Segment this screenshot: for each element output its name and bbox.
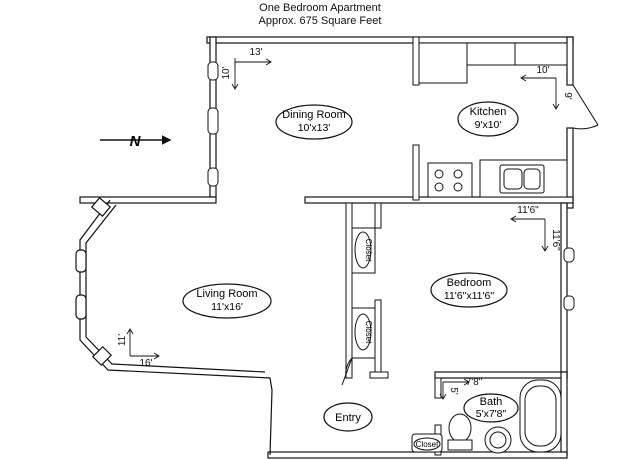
living-width-label: 16' <box>139 358 152 369</box>
living-top-wall <box>79 196 217 204</box>
plan-title: One Bedroom Apartment <box>259 2 381 14</box>
bedroom-top-wall <box>304 196 574 204</box>
plan-subtitle: Approx. 675 Square Feet <box>258 15 382 27</box>
bath-name: Bath <box>480 396 503 408</box>
room-bath: Bath 5'x7'8" <box>463 393 519 423</box>
closet-small-label: Closet <box>416 440 439 449</box>
dimension-markers <box>126 58 560 400</box>
dining-kitchen-divider <box>412 36 420 86</box>
bedroom-name: Bedroom <box>447 277 492 289</box>
closet-lower: Closet <box>354 313 373 351</box>
kitchen-cabinet-3 <box>514 42 568 66</box>
room-kitchen: Kitchen 9'x10' <box>457 101 519 137</box>
kitchen-height-label: 9' <box>562 92 573 100</box>
room-entry: Entry <box>323 402 373 432</box>
hall-wall-base <box>369 371 389 379</box>
dining-room-dims: 10'x13' <box>298 122 331 134</box>
bath-left-wall <box>434 377 442 399</box>
living-bay-wall <box>75 197 273 456</box>
north-arrow: N <box>100 133 172 150</box>
bath-fixtures <box>411 379 562 454</box>
dining-kitchen-divider-lower <box>412 144 420 201</box>
entry-door <box>341 357 353 386</box>
entry-name: Entry <box>335 412 361 424</box>
bath-width-label: 7'8" <box>466 377 483 388</box>
bedroom-height-label: 11'6" <box>550 229 561 251</box>
closet-small: Closet <box>413 437 441 451</box>
stove <box>427 162 473 198</box>
closet-lower-label: Closet <box>364 321 373 344</box>
kitchen-cabinet-1 <box>418 42 468 84</box>
kitchen-door <box>572 84 599 130</box>
toilet <box>448 413 472 443</box>
kitchen-width-label: 10' <box>536 65 549 76</box>
living-room-name: Living Room <box>196 288 257 300</box>
bottom-wall <box>267 451 568 459</box>
bedroom-dims: 11'6"x11'6" <box>444 290 494 302</box>
top-wall <box>206 36 574 44</box>
bedroom-width-label: 11'6" <box>517 205 539 216</box>
living-height-label: 11' <box>117 334 128 346</box>
dimension-labels: 13' 10' 10' 9' 11'6" 11'6" 11' 16' 7'8" … <box>117 47 573 395</box>
kitchen-right-wall-lower <box>566 127 574 209</box>
bath-height-label: 5' <box>448 387 459 395</box>
room-bedroom: Bedroom 11'6"x11'6" <box>430 272 508 308</box>
closet-upper: Closet <box>354 231 373 269</box>
closet-upper-label: Closet <box>364 239 373 262</box>
kitchen-name: Kitchen <box>470 106 507 118</box>
kitchen-cabinet-2 <box>466 42 516 66</box>
north-label: N <box>130 133 142 150</box>
dining-width-label: 13' <box>249 47 262 58</box>
dining-room-name: Dining Room <box>282 109 346 121</box>
kitchen-right-wall-upper <box>566 36 574 86</box>
dining-height-label: 10' <box>221 66 232 79</box>
kitchen-dims: 9'x10' <box>475 119 502 131</box>
hall-wall-right-upper <box>374 202 382 229</box>
room-dining: Dining Room 10'x13' <box>275 104 353 140</box>
bath-right-wall <box>560 371 568 456</box>
living-room-dims: 11'x16' <box>211 301 243 313</box>
bath-top-wall <box>434 371 568 379</box>
dining-windows <box>207 61 575 311</box>
hall-wall-left <box>345 202 353 379</box>
hall-wall-right-lower <box>374 299 382 379</box>
kitchen-fixtures <box>418 42 568 198</box>
room-living: Living Room 11'x16' <box>182 283 272 319</box>
bath-dims: 5'x7'8" <box>476 408 507 420</box>
